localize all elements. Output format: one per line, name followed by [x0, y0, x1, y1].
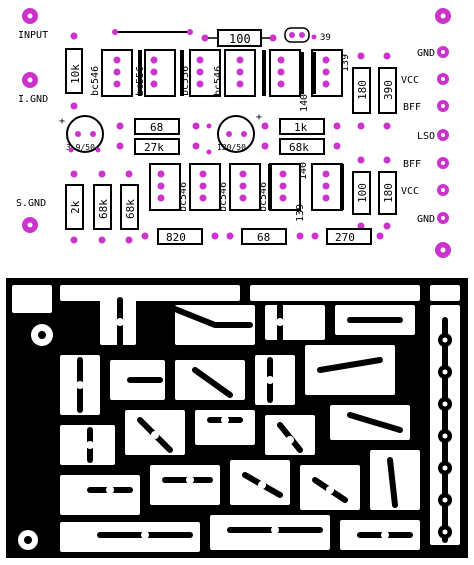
- copper-layer: [6, 278, 468, 558]
- svg-text:2k: 2k: [69, 200, 82, 214]
- svg-text:100: 100: [229, 32, 251, 46]
- svg-text:100: 100: [356, 183, 369, 203]
- svg-text:68: 68: [150, 121, 163, 134]
- svg-text:+: +: [59, 116, 65, 127]
- right-label-5: VCC: [401, 186, 419, 197]
- svg-text:bc546: bc546: [178, 182, 189, 212]
- right-label-1: VCC: [401, 75, 419, 86]
- svg-text:bc546: bc546: [213, 66, 224, 96]
- transistor-bc556-b: bc556: [180, 49, 221, 97]
- transistor-bc546-e: bc546: [229, 163, 269, 212]
- svg-text:1k: 1k: [294, 121, 308, 134]
- svg-text:bc546: bc546: [90, 66, 101, 96]
- svg-text:270: 270: [335, 231, 355, 244]
- right-label-2: BFF: [403, 102, 421, 113]
- resistor-10k: 10k: [65, 32, 83, 110]
- resistor-68k-mid: 68k: [261, 138, 341, 155]
- resistor-180-bot: 180: [378, 156, 397, 230]
- component-39: 39: [284, 27, 331, 43]
- transistor-row-bottom: bc546 bc546 bc546 139 140: [149, 162, 344, 222]
- transistor-140-top: 140: [269, 49, 310, 112]
- svg-text:68k: 68k: [124, 199, 137, 219]
- resistor-68-mid: 68: [116, 118, 200, 135]
- transistor-140-bot: 140: [298, 162, 344, 211]
- svg-text:bc556: bc556: [180, 66, 191, 96]
- svg-text:820: 820: [166, 231, 186, 244]
- svg-text:68k: 68k: [289, 141, 309, 154]
- resistor-1k: 1k: [261, 118, 341, 135]
- resistor-68-bot: 68: [226, 228, 304, 245]
- svg-text:390: 390: [382, 80, 395, 100]
- right-label-0: GND: [417, 48, 435, 59]
- transistor-139-top: 139: [311, 49, 351, 97]
- resistor-180-top: 180: [352, 52, 371, 130]
- transistor-row-top: bc546 bc556 bc556 bc546 140: [90, 49, 351, 112]
- resistor-100-top: 100: [201, 29, 277, 47]
- svg-text:bc546: bc546: [258, 182, 269, 212]
- svg-text:+: +: [256, 112, 262, 123]
- ignd-label: I.GND: [18, 94, 48, 105]
- resistor-270: 270: [311, 228, 384, 245]
- right-label-4: BFF: [403, 159, 421, 170]
- svg-text:10k: 10k: [69, 64, 82, 84]
- right-connector: GND VCC BFF LSO BFF VCC GND: [401, 8, 451, 258]
- transistor-139-bot: 139: [268, 163, 306, 222]
- right-label-6: GND: [417, 214, 435, 225]
- svg-text:180: 180: [356, 80, 369, 100]
- svg-text:139: 139: [295, 204, 306, 222]
- copper-pads: [18, 318, 452, 550]
- svg-text:68: 68: [257, 231, 270, 244]
- right-label-3: LSO: [417, 131, 435, 142]
- svg-text:27k: 27k: [144, 141, 164, 154]
- capacitor-3-9-50: 3.9/50 +: [59, 115, 104, 153]
- svg-text:139: 139: [340, 54, 351, 72]
- resistor-68k-b: 68k: [120, 170, 139, 244]
- svg-text:180: 180: [382, 183, 395, 203]
- transistor-bc546-b: bc546: [213, 49, 256, 97]
- input-label: INPUT: [18, 30, 48, 41]
- svg-text:140: 140: [299, 94, 310, 112]
- sgnd-label: S.GND: [16, 198, 46, 209]
- resistor-27k: 27k: [116, 138, 200, 155]
- resistor-820: 820: [141, 228, 219, 245]
- transistor-bc546-a: bc546: [90, 49, 133, 97]
- resistor-390: 390: [378, 52, 397, 130]
- svg-text:120/50: 120/50: [217, 143, 246, 152]
- resistor-100-bot: 100: [352, 156, 371, 230]
- transistor-bc546-c: bc546: [149, 163, 189, 212]
- svg-text:39: 39: [320, 33, 331, 43]
- resistor-2k: 2k: [65, 170, 84, 244]
- resistor-68k-a: 68k: [93, 170, 112, 244]
- svg-text:3.9/50: 3.9/50: [66, 143, 95, 152]
- capacitor-120-50: 120/50 +: [206, 112, 262, 155]
- transistor-bc546-d: bc546: [189, 163, 229, 212]
- svg-text:68k: 68k: [97, 199, 110, 219]
- svg-text:bc546: bc546: [218, 182, 229, 212]
- silkscreen-layout: INPUT I.GND S.GND GND VCC BFF LSO BFF VC…: [16, 8, 451, 258]
- svg-text:140: 140: [298, 162, 309, 180]
